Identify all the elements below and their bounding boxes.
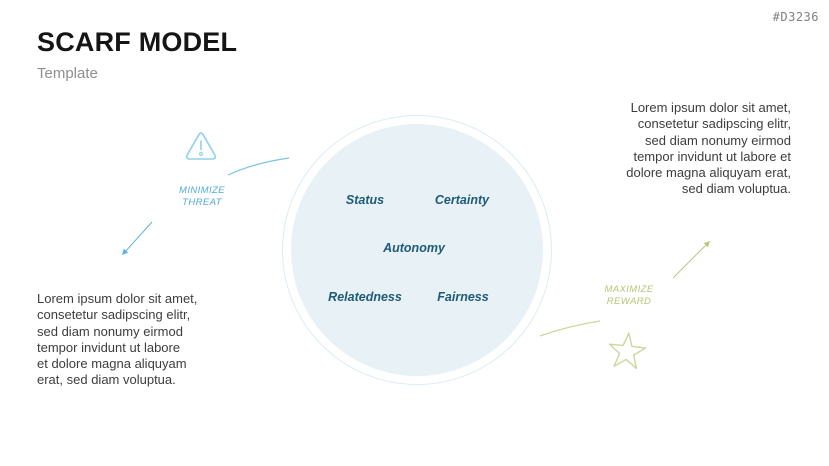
threat-arrowhead-icon xyxy=(122,248,129,255)
warning-triangle-icon xyxy=(185,132,217,160)
scarf-circle xyxy=(291,124,543,376)
reward-arrowhead-icon xyxy=(703,241,710,248)
page-title: SCARF MODEL xyxy=(37,27,238,57)
factor-certainty: Certainty xyxy=(434,193,490,207)
factor-status: Status xyxy=(345,193,385,207)
maximize-reward-label: MAXIMIZE REWARD xyxy=(604,284,654,307)
factor-autonomy: Autonomy xyxy=(383,241,445,255)
reward-description: Lorem ipsum dolor sit amet, consetetur s… xyxy=(626,100,791,197)
star-icon xyxy=(608,332,647,370)
factor-fairness: Fairness xyxy=(437,290,489,304)
reward-curve-line xyxy=(539,320,601,337)
reward-arrow-line xyxy=(672,243,708,279)
minimize-threat-label: MINIMIZE THREAT xyxy=(179,185,225,208)
threat-arrow-line xyxy=(124,221,153,253)
slide-code: #D3236 xyxy=(772,10,819,24)
threat-description: Lorem ipsum dolor sit amet, consetetur s… xyxy=(37,291,198,388)
threat-curve-line xyxy=(227,157,290,176)
page-subtitle: Template xyxy=(37,65,98,82)
scarf-circle-outline xyxy=(282,115,552,385)
factor-relatedness: Relatedness xyxy=(328,290,402,304)
